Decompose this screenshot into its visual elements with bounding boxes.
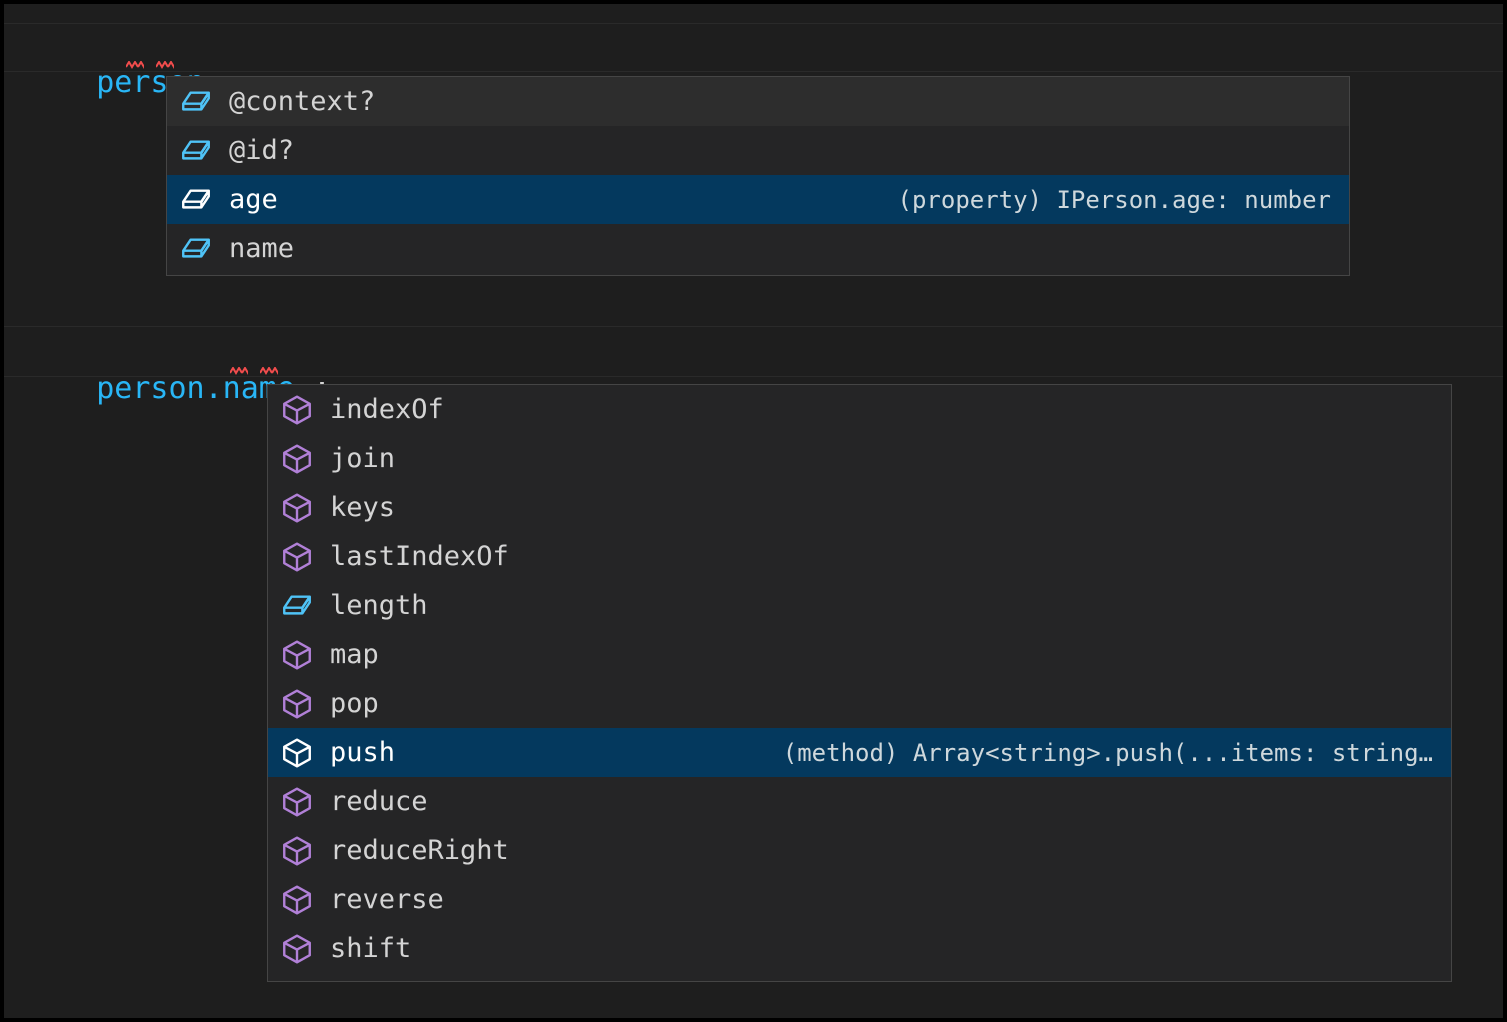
method-cube-icon	[280, 785, 330, 819]
method-cube-icon	[280, 638, 330, 672]
editor-rule	[4, 71, 1503, 72]
suggest-item-age[interactable]: age (property) IPerson.age: number	[167, 175, 1349, 224]
method-cube-icon	[283, 737, 311, 768]
method-cube-icon	[280, 932, 330, 966]
suggest-item-name[interactable]: name	[167, 224, 1349, 273]
method-cube-icon	[280, 883, 330, 917]
method-cube-icon	[283, 394, 311, 425]
method-cube-icon	[283, 884, 311, 915]
suggest-item-reduce[interactable]: reduce	[268, 777, 1451, 826]
error-squiggle	[260, 367, 278, 375]
suggest-item-shift[interactable]: shift	[268, 924, 1451, 973]
property-cube-icon	[179, 183, 229, 217]
error-squiggle	[230, 367, 248, 375]
suggest-item-label: keys	[330, 492, 396, 523]
suggest-item-reduceright[interactable]: reduceRight	[268, 826, 1451, 875]
method-cube-icon	[283, 835, 311, 866]
suggest-item-join[interactable]: join	[268, 434, 1451, 483]
method-cube-icon	[280, 834, 330, 868]
method-cube-icon	[280, 540, 330, 574]
method-cube-icon	[283, 688, 311, 719]
property-cube-icon	[280, 589, 330, 623]
method-cube-icon	[283, 639, 311, 670]
property-cube-icon	[182, 90, 210, 111]
suggest-item-length[interactable]: length	[268, 581, 1451, 630]
suggest-item-keys[interactable]: keys	[268, 483, 1451, 532]
code-editor-surface[interactable]: person.; person.name.; @context?@id?age(…	[4, 4, 1503, 1018]
suggest-item-label: lastIndexOf	[330, 541, 509, 572]
property-cube-icon	[179, 134, 229, 168]
property-cube-icon	[179, 85, 229, 119]
suggest-item-label: reverse	[330, 884, 444, 915]
suggest-item-label: indexOf	[330, 394, 444, 425]
suggest-item-push[interactable]: push (method) Array<string>.push(...items…	[268, 728, 1451, 777]
suggest-item-label: @id?	[229, 135, 295, 166]
suggest-item-label: shift	[330, 933, 412, 964]
suggest-item-label: name	[229, 233, 295, 264]
method-cube-icon	[280, 491, 330, 525]
suggest-item-reverse[interactable]: reverse	[268, 875, 1451, 924]
property-cube-icon	[283, 594, 311, 615]
suggest-item-lastindexof[interactable]: lastIndexOf	[268, 532, 1451, 581]
suggest-item-detail: (method) Array<string>.push(...items: st…	[782, 738, 1433, 767]
suggest-item-label: pop	[330, 688, 379, 719]
method-cube-icon	[280, 442, 330, 476]
error-squiggle	[156, 61, 174, 69]
property-cube-icon	[182, 237, 210, 258]
suggest-item-label: join	[330, 443, 396, 474]
code-identifier: person.name	[96, 371, 295, 406]
suggest-item--id-[interactable]: @id?	[167, 126, 1349, 175]
method-cube-icon	[283, 443, 311, 474]
suggest-item-indexof[interactable]: indexOf	[268, 385, 1451, 434]
suggest-item-label: length	[330, 590, 428, 621]
error-squiggle	[126, 61, 144, 69]
property-cube-icon	[182, 139, 210, 160]
suggest-item--context-[interactable]: @context?	[167, 77, 1349, 126]
suggest-item-map[interactable]: map	[268, 630, 1451, 679]
editor-rule	[4, 326, 1503, 327]
property-cube-icon	[179, 232, 229, 266]
property-cube-icon	[182, 188, 210, 209]
suggest-item-label: map	[330, 639, 379, 670]
suggest-item-detail: (property) IPerson.age: number	[897, 185, 1331, 214]
suggest-item-pop[interactable]: pop	[268, 679, 1451, 728]
suggest-widget-person-name[interactable]: indexOf join keys lastIndexOf length map pop pu…	[267, 384, 1452, 982]
suggest-item-label: push	[330, 737, 396, 768]
method-cube-icon	[280, 393, 330, 427]
editor-rule	[4, 23, 1503, 24]
editor-rule	[4, 376, 1503, 377]
suggest-item-label: @context?	[229, 86, 376, 117]
method-cube-icon	[283, 786, 311, 817]
method-cube-icon	[283, 492, 311, 523]
method-cube-icon	[280, 736, 330, 770]
suggest-item-label: age	[229, 184, 278, 215]
suggest-item-label: reduceRight	[330, 835, 509, 866]
suggest-widget-person[interactable]: @context? @id? age (property) IPerson.age: …	[166, 76, 1350, 276]
method-cube-icon	[283, 933, 311, 964]
suggest-item-label: reduce	[330, 786, 428, 817]
method-cube-icon	[280, 687, 330, 721]
method-cube-icon	[283, 541, 311, 572]
